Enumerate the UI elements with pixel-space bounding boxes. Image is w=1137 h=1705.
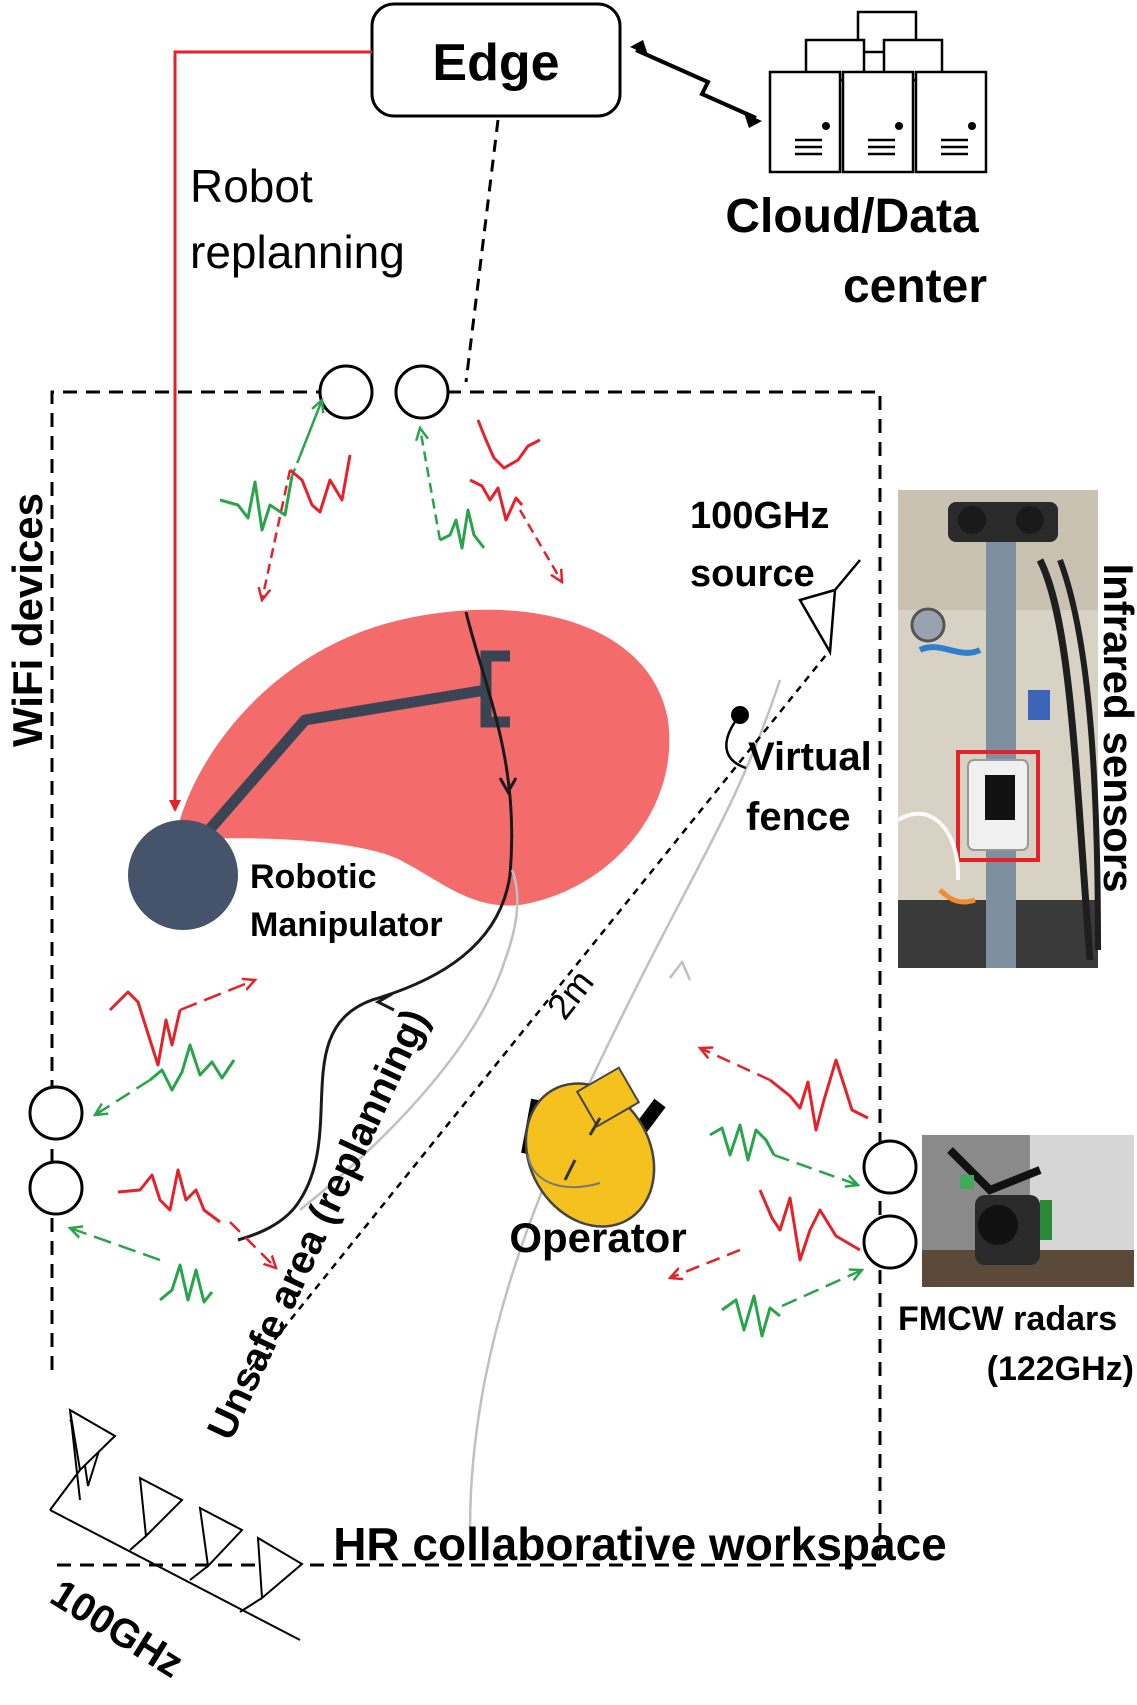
infrared-sensors-label: Infrared sensors <box>1095 563 1137 892</box>
robot-replanning-line2: replanning <box>190 226 405 278</box>
fmcw-radars-line1: FMCW radars <box>898 1300 1117 1338</box>
operator-label: Operator <box>509 1214 686 1261</box>
robot-replanning-line1: Robot <box>190 160 313 212</box>
cloud-label-line2: center <box>843 260 987 313</box>
operator-path-arrow <box>669 959 692 981</box>
array-100ghz-label: 100GHz <box>43 1571 191 1686</box>
edge-label: Edge <box>432 34 559 92</box>
workspace-label: HR collaborative workspace <box>333 1518 947 1570</box>
wifi-node-top-2 <box>394 364 450 420</box>
fmcw-radars-line2: (122GHz) <box>987 1350 1134 1388</box>
unsafe-area-label: Unsafe area (replanning) <box>199 1003 437 1447</box>
infrared-sensors-photo <box>896 490 1101 968</box>
antenna-array-100ghz-icon <box>49 1408 304 1641</box>
wifi-node-top-1 <box>318 364 374 420</box>
edge-wifi-link <box>464 119 500 383</box>
robotic-manipulator-icon <box>128 650 510 930</box>
source-label-line1: 100GHz <box>690 495 829 537</box>
robot-replanning-path <box>169 50 372 812</box>
edge-cloud-wireless-link <box>630 40 762 128</box>
virtual-fence-line2: fence <box>746 795 851 839</box>
fmcw-radar-photo <box>922 1135 1134 1287</box>
wifi-devices-label: WiFi devices <box>4 493 51 747</box>
wifi-node-left-2 <box>28 1160 84 1216</box>
distance-label: 2m <box>539 962 602 1027</box>
virtual-fence-line <box>249 654 827 1371</box>
virtual-fence-pointer <box>725 714 747 770</box>
operator-path-1 <box>468 679 782 1531</box>
source-antenna-icon <box>798 559 861 657</box>
robot-trajectory <box>237 611 514 1242</box>
virtual-fence-line1: Virtual <box>748 735 872 779</box>
wifi-signals-left <box>70 980 276 1304</box>
radar-node-2 <box>862 1214 918 1270</box>
radar-signals-right <box>670 1048 869 1338</box>
trajectory-arrow-1 <box>498 777 518 796</box>
wifi-signals-top <box>219 400 562 600</box>
operator-path-2 <box>299 869 519 1211</box>
robotic-manipulator-line2: Manipulator <box>250 906 443 944</box>
trajectory-arrow-2 <box>374 992 395 1012</box>
cloud-label-line1: Cloud/Data <box>725 190 979 243</box>
cloud-servers-icon <box>768 10 988 174</box>
wifi-node-left-1 <box>28 1085 84 1141</box>
robotic-manipulator-line1: Robotic <box>250 858 377 896</box>
workspace-boundary <box>50 390 882 1567</box>
unsafe-zone <box>175 609 670 906</box>
source-label-line2: source <box>690 553 815 595</box>
edge-box <box>370 2 622 118</box>
operator-icon <box>521 1066 666 1228</box>
radar-node-1 <box>862 1139 918 1195</box>
